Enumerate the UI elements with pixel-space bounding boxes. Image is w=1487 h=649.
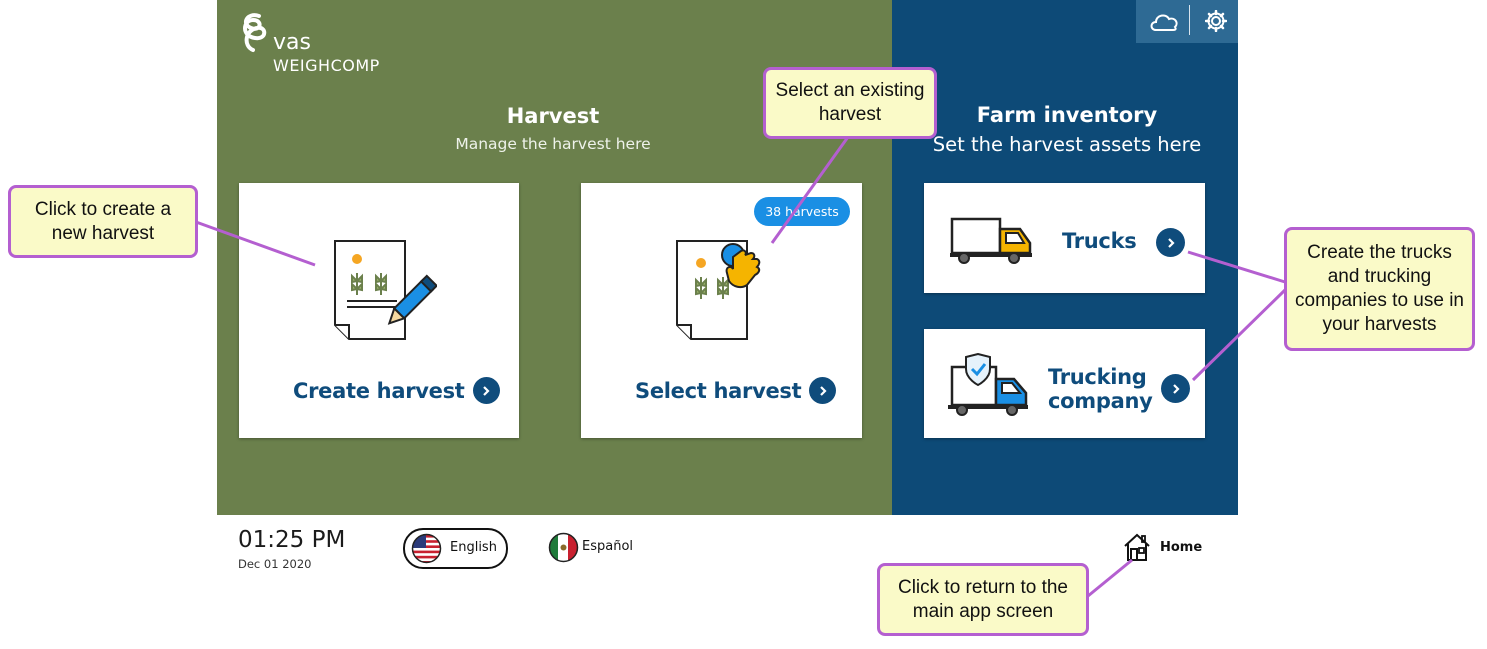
clock-time: 01:25 PM [238,527,346,553]
harvest-title: Harvest [506,104,600,128]
create-harvest-card[interactable]: Create harvest [239,183,519,438]
callout-select-text: Select an existing harvest [775,80,925,125]
callout-select-harvest: Select an existing harvest [763,67,937,139]
create-harvest-label: Create harvest [293,378,465,403]
harvest-subtitle: Manage the harvest here [455,135,651,153]
home-icon [1124,533,1150,561]
chevron-right-icon[interactable] [472,377,500,404]
trucking-company-card[interactable]: Trucking company [924,329,1205,438]
chevron-right-icon[interactable] [1161,374,1190,403]
document-tap-icon [676,240,761,340]
clock-date: Dec 01 2020 [238,557,312,571]
callout-create-text: Click to create a new harvest [34,198,172,244]
trucks-card[interactable]: Trucks [924,183,1205,293]
language-english-label: English [450,540,497,555]
trucking-company-label-line1: Trucking [1048,365,1147,389]
chevron-right-icon[interactable] [1156,228,1185,257]
truck-icon [950,217,1032,264]
language-spanish-button[interactable]: Español [548,532,648,564]
trucks-label: Trucks [1062,229,1137,253]
home-button[interactable]: Home [1122,532,1202,564]
vas-logo-icon [243,13,267,52]
trucking-company-label-line2: company [1048,389,1153,413]
farm-inventory-subtitle: Set the harvest assets here [932,133,1202,156]
callout-trucks: Create the trucks and trucking companies… [1284,227,1475,351]
chevron-right-icon[interactable] [809,377,837,404]
select-harvest-link[interactable]: Select harvest [635,377,837,404]
mexico-flag-icon [548,532,579,563]
callout-home-text: Click to return to the main app screen [897,576,1069,622]
gear-icon[interactable] [1196,4,1236,38]
logo-product: WEIGHCOMP [273,56,380,75]
create-harvest-link[interactable]: Create harvest [293,377,500,404]
us-flag-icon [411,533,442,564]
select-harvest-card[interactable]: 38 harvests Select harvest [581,183,862,438]
vas-weighcomp-logo: vas WEIGHCOMP [237,10,397,80]
language-english-button[interactable]: English [403,528,508,569]
select-harvest-label: Select harvest [635,378,802,403]
shield-truck-icon [948,353,1028,416]
farm-inventory-panel: Farm inventory Set the harvest assets he… [892,0,1238,515]
cloud-icon[interactable] [1144,4,1184,38]
language-spanish-label: Español [582,539,634,554]
toolbar-divider [1189,5,1190,35]
home-label: Home [1160,540,1203,555]
farm-inventory-title: Farm inventory [976,103,1158,127]
callout-home: Click to return to the main app screen [877,563,1089,636]
document-pencil-icon [334,240,437,340]
callout-trucks-text: Create the trucks and trucking companies… [1295,242,1464,335]
callout-create-harvest: Click to create a new harvest [8,185,198,258]
harvest-count-badge: 38 harvests [754,197,850,226]
logo-brand: vas [273,30,311,55]
top-toolbar [1136,0,1238,43]
